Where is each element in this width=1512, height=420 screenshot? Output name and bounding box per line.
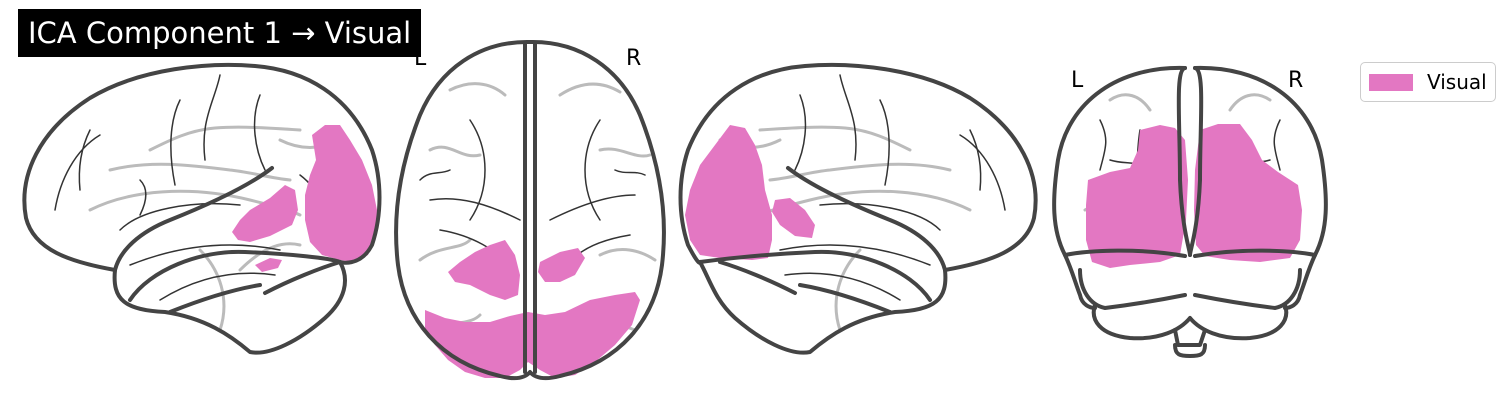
legend-swatch-visual xyxy=(1369,73,1413,91)
figure-title: ICA Component 1 → Visual xyxy=(18,9,422,57)
coronal-outline xyxy=(1052,65,1328,358)
coronal-right-label: R xyxy=(1288,68,1304,93)
sagittal-left-activation xyxy=(232,125,377,272)
axial-light-sulci xyxy=(418,82,657,332)
legend-label-visual: Visual xyxy=(1427,70,1487,94)
axial-activation xyxy=(425,240,640,378)
coronal-view xyxy=(1052,65,1328,358)
axial-outline xyxy=(394,40,666,381)
legend: Visual xyxy=(1360,62,1496,102)
sagittal-right-outline xyxy=(678,62,1038,355)
sagittal-left-light-sulci xyxy=(88,125,342,332)
coronal-left-label: L xyxy=(1071,68,1084,93)
axial-right-label: R xyxy=(626,46,642,71)
sagittal-left-outline xyxy=(22,62,382,355)
axial-left-label: L xyxy=(414,46,427,71)
sagittal-right-activation xyxy=(685,125,815,260)
sagittal-left-view xyxy=(22,62,382,355)
axial-view xyxy=(394,40,666,381)
coronal-activation xyxy=(1086,124,1302,268)
sagittal-right-view xyxy=(678,62,1038,355)
